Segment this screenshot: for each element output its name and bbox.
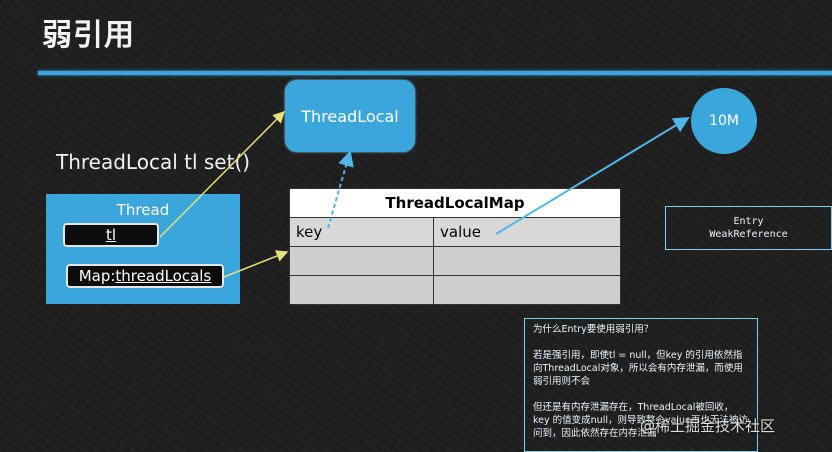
threadlocal-object-box: ThreadLocal <box>285 80 415 152</box>
slide-title: 弱引用 <box>42 18 135 53</box>
map-prefix: Map: <box>78 267 116 285</box>
empty-cell <box>289 275 434 305</box>
map-name: threadLocals <box>115 267 212 285</box>
tl-reference-label: tl <box>105 226 117 244</box>
threadlocals-map-reference: Map: threadLocals <box>66 264 224 288</box>
threadlocalmap-table: ThreadLocalMap key value <box>289 188 621 305</box>
note-question: 为什么Entry要使用弱引用？ <box>533 324 654 335</box>
thread-label: Thread <box>116 201 170 219</box>
table-row <box>289 246 621 276</box>
value-cell: value <box>433 217 621 247</box>
tl-to-threadlocal-arrow <box>159 110 286 238</box>
weakreference-line: WeakReference <box>709 229 788 240</box>
empty-cell <box>433 275 621 305</box>
empty-cell <box>433 246 621 276</box>
subtitle-text: ThreadLocal tl set() <box>56 150 251 174</box>
memory-object-label: 10M <box>709 113 739 129</box>
title-divider <box>38 71 832 75</box>
value-to-memory-arrow <box>495 116 690 235</box>
thread-box: Thread tl Map: threadLocals <box>46 194 240 304</box>
map-to-threadlocalmap-arrow <box>223 250 289 278</box>
table-row: key value <box>289 217 621 247</box>
empty-cell <box>289 246 434 276</box>
tl-reference: tl <box>63 223 159 247</box>
key-weak-reference-arrow <box>327 150 354 229</box>
key-cell: key <box>289 217 434 247</box>
subtitle: ThreadLocal tl set() <box>56 150 250 174</box>
note-paragraph-2: 但还是有内存泄漏存在，ThreadLocal被回收，key 的值变成null，则… <box>533 402 748 439</box>
entry-line: Entry <box>733 216 764 227</box>
table-row <box>289 275 621 305</box>
threadlocal-object-label: ThreadLocal <box>301 106 399 126</box>
memory-object-circle: 10M <box>691 88 757 154</box>
watermark: @稀土掘金技术社区 <box>640 417 776 435</box>
note-paragraph-1: 若是强引用，即使tl = null，但key 的引用依然指向ThreadLoca… <box>533 350 743 387</box>
